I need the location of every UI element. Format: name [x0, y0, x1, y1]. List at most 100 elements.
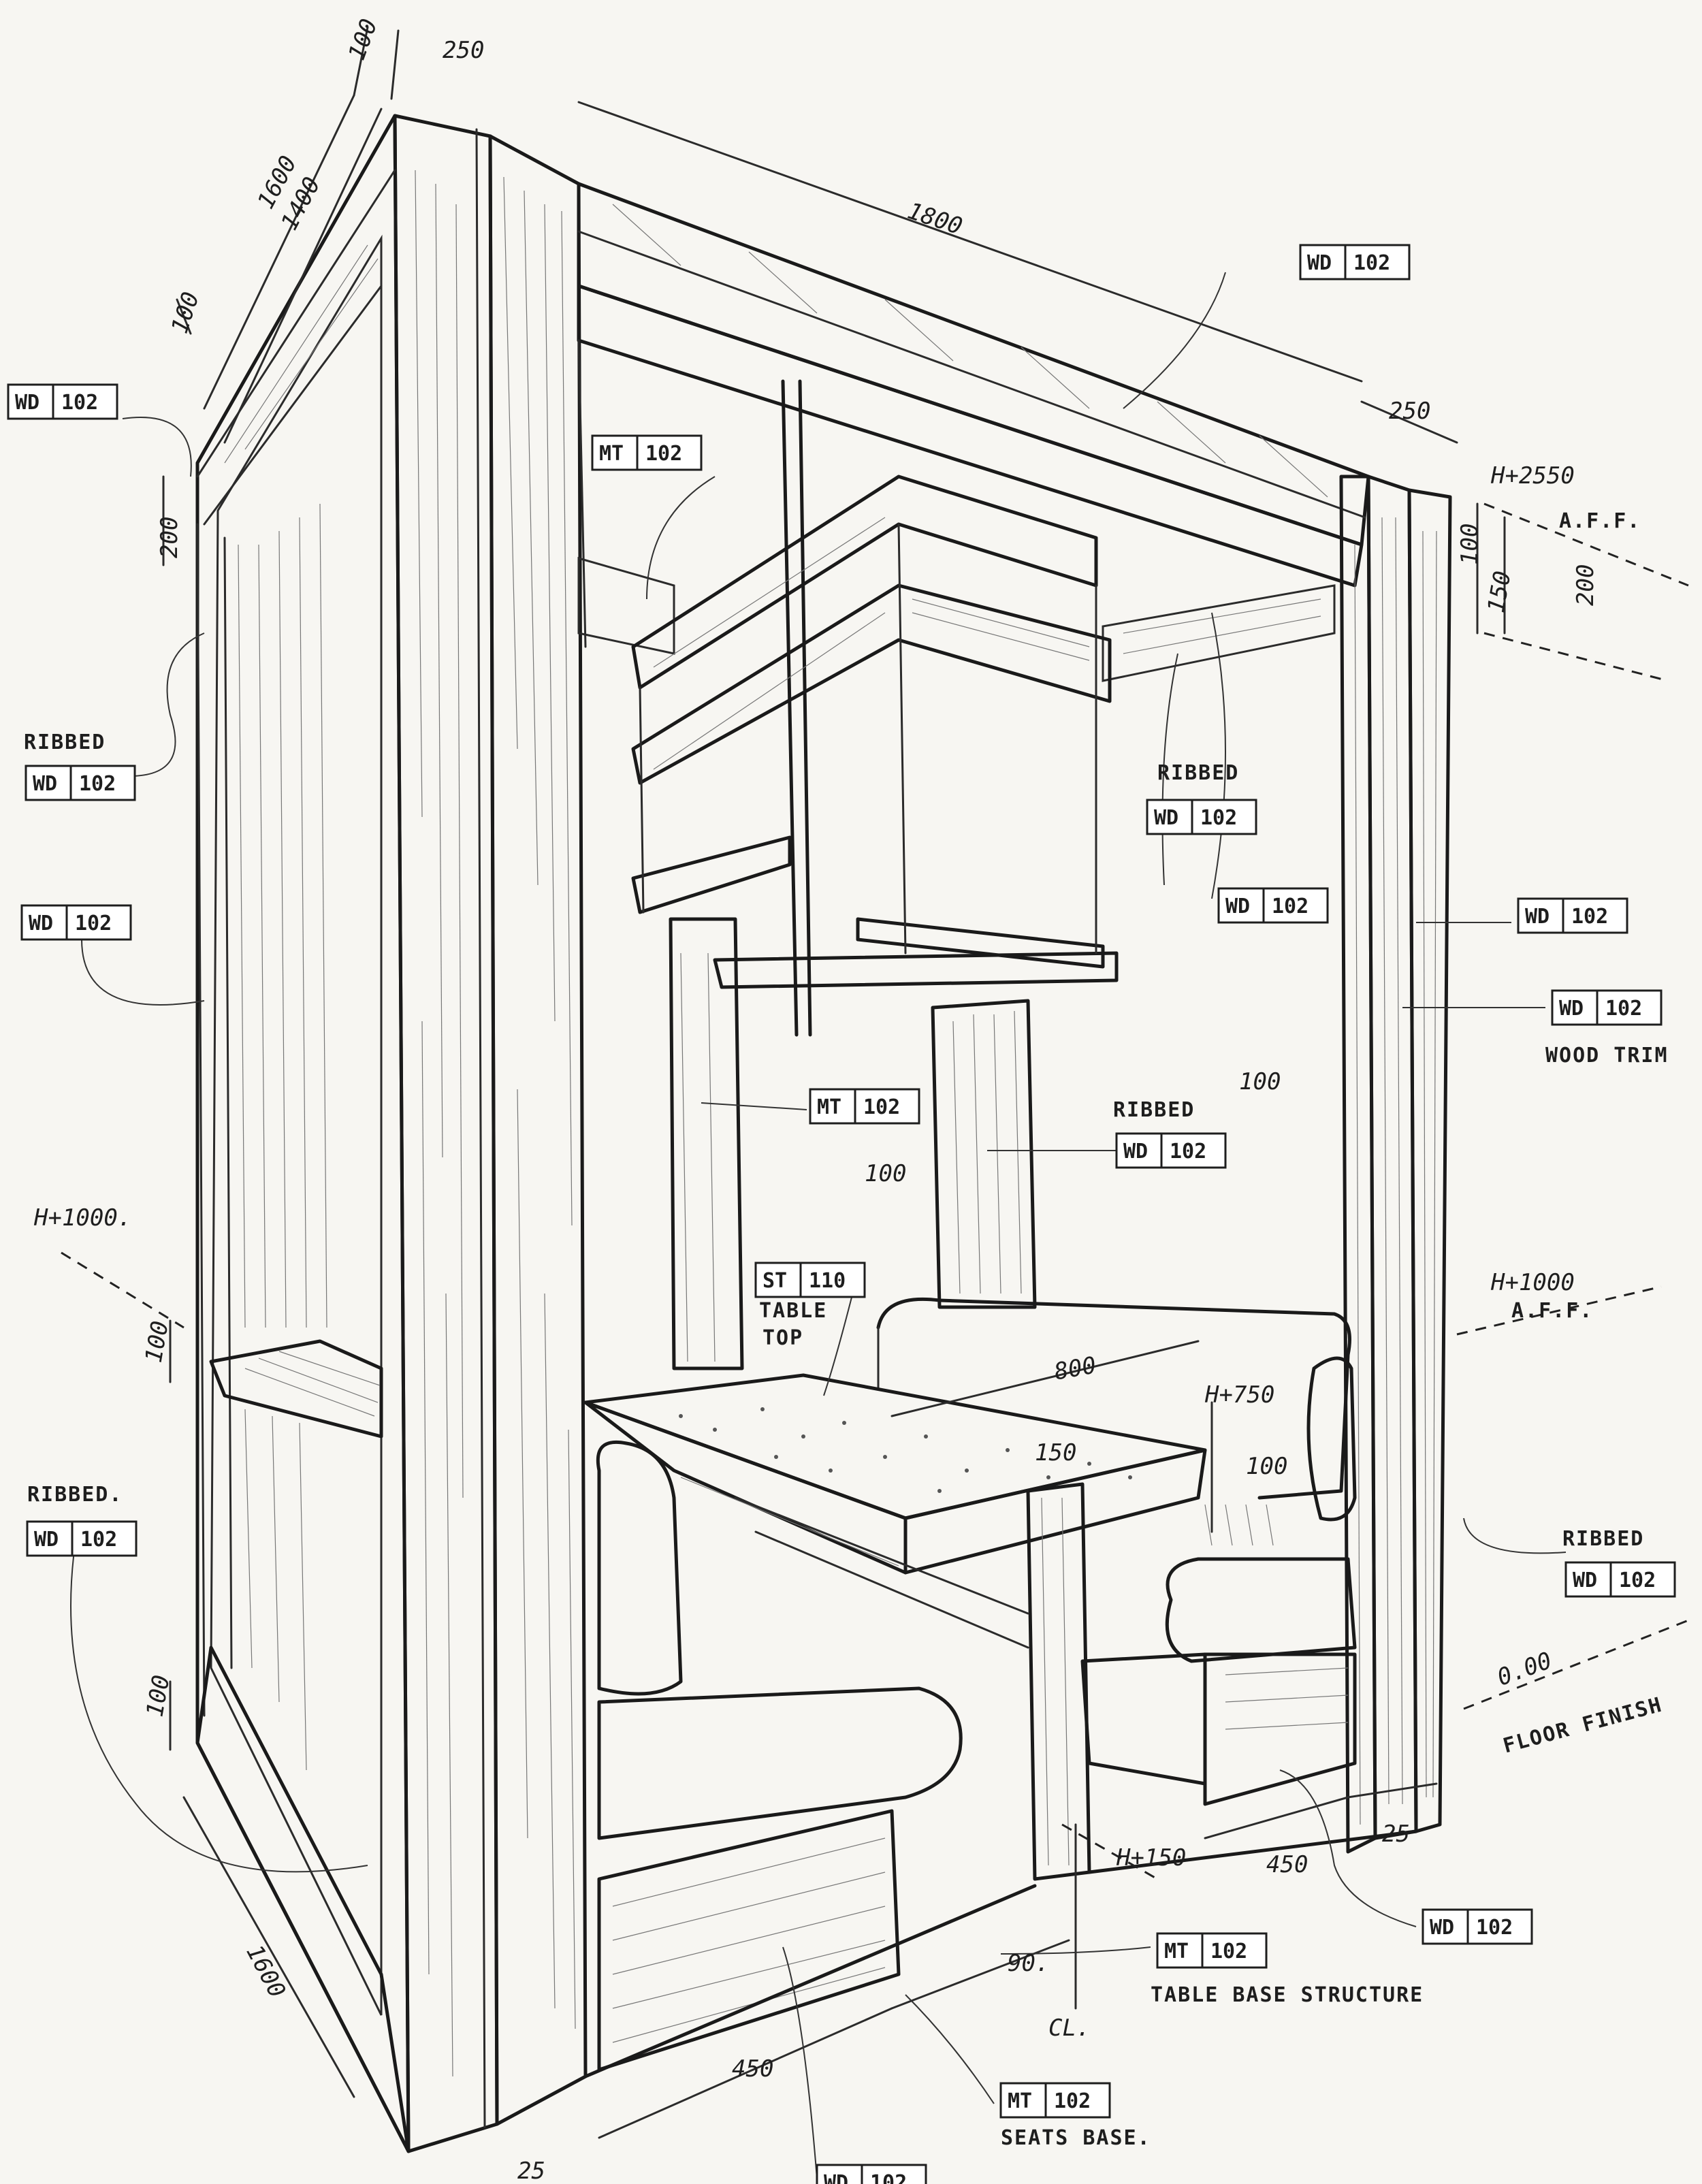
dim-bottom-25-right: 25 [1382, 1820, 1410, 1848]
dim-table-h750: H+750 [1204, 1381, 1274, 1409]
tag-code: WD [1573, 1569, 1597, 1592]
tag-code: WD [1123, 1140, 1148, 1163]
leader-lines [70, 272, 1567, 2179]
material-tag-wd-ribbed-right: WD 102 [1564, 1561, 1676, 1598]
dim-table-100: 100 [1246, 1453, 1287, 1480]
tag-code: WD [15, 391, 39, 415]
dimension-lines [61, 26, 1689, 2139]
tag-number: 102 [80, 1528, 117, 1552]
tag-box [1115, 1132, 1227, 1169]
tag-number: 102 [1170, 1140, 1206, 1163]
tag-code: WD [1525, 905, 1550, 929]
tag-box [809, 1088, 920, 1125]
dim-affl-top: A.F.F. [1559, 509, 1641, 533]
tag-box [1551, 989, 1663, 1026]
dim-bench-100-right: 100 [1239, 1068, 1281, 1095]
dim-right-100: 100 [1456, 524, 1483, 565]
tag-box [816, 2164, 927, 2184]
material-tag-wd-left-ribbed: WD 102 [25, 765, 136, 801]
tag-number: 102 [79, 772, 116, 796]
dim-right-affl: A.F.F. [1511, 1299, 1593, 1323]
dim-bottom-450-right: 450 [1266, 1851, 1308, 1878]
tag-box [26, 1520, 138, 1557]
dim-side-200: 200 [156, 517, 183, 558]
tag-box [1217, 887, 1329, 924]
tag-box [7, 383, 118, 420]
material-tag-wd-ribbed-center: WD 102 [1146, 799, 1257, 835]
tag-code: WD [34, 1528, 59, 1552]
dim-bottom-450-left: 450 [732, 2055, 773, 2083]
tag-box [1146, 799, 1257, 835]
dim-top-250: 250 [443, 37, 484, 64]
tag-box [1156, 1932, 1268, 1969]
tag-code: WD [1430, 1916, 1454, 1940]
tag-code: WD [1225, 895, 1250, 918]
tag-box [1422, 1908, 1533, 1945]
tag-number: 102 [1571, 905, 1608, 929]
tag-number: 102 [1619, 1569, 1656, 1592]
note-ribbed-center: RIBBED [1157, 761, 1239, 785]
material-tag-mt-mid: MT 102 [809, 1088, 920, 1125]
pendant-light [631, 379, 1119, 1037]
tag-number: 102 [645, 442, 682, 466]
tag-box [25, 765, 136, 801]
tag-box [999, 2082, 1111, 2119]
dim-cl: CL. [1048, 2014, 1090, 2042]
dim-right-200: 200 [1572, 564, 1599, 606]
tag-number: 102 [1200, 806, 1237, 830]
material-tag-wd-left-mid: WD 102 [20, 904, 132, 941]
tag-number: 110 [809, 1269, 846, 1293]
dim-left-h1000: H+1000. [33, 1204, 131, 1232]
floor-base [583, 1829, 1418, 2078]
tag-code: MT [1164, 1940, 1189, 1963]
material-tag-st-table: ST 110 [754, 1262, 866, 1298]
left-side-frame [195, 114, 411, 2153]
dim-bottom-90: 90. [1008, 1950, 1049, 1977]
note-ribbed-left-top: RIBBED [24, 730, 106, 754]
note-seats-base: SEATS BASE. [1001, 2126, 1151, 2150]
tag-number: 102 [1210, 1940, 1247, 1963]
tag-code: WD [1307, 251, 1332, 275]
dim-table-150: 150 [1035, 1439, 1076, 1466]
tag-code: MT [817, 1095, 841, 1119]
material-tag-wd-right-1: WD 102 [1517, 897, 1628, 934]
note-table-base-structure: TABLE BASE STRUCTURE [1151, 1983, 1424, 2007]
tag-box [1299, 244, 1411, 280]
dim-right-250: 250 [1389, 398, 1430, 425]
back-bench [876, 1297, 1357, 1806]
tag-number: 102 [863, 1095, 900, 1119]
tag-number: 102 [75, 912, 112, 935]
tag-box [20, 904, 132, 941]
dim-bottom-25-left: 25 [517, 2157, 545, 2184]
tag-code: WD [29, 912, 53, 935]
tag-box [1517, 897, 1628, 934]
dim-bench-100-left: 100 [865, 1160, 906, 1187]
material-tag-mt-base: MT 102 [1156, 1932, 1268, 1969]
material-tag-wd-bottom: WD 102 [816, 2164, 927, 2184]
front-bench [596, 1440, 963, 2072]
note-wood-trim: WOOD TRIM [1545, 1044, 1669, 1067]
tag-code: WD [1559, 997, 1584, 1021]
dim-h150: H+150 [1116, 1844, 1186, 1872]
dim-right-h1000: H+1000 [1490, 1269, 1575, 1296]
annotation-notes: RIBBED RIBBED. RIBBED RIBBED RIBBED TABL… [24, 730, 1669, 2150]
note-ribbed-mid: RIBBED [1113, 1098, 1195, 1122]
tag-number: 102 [870, 2171, 907, 2184]
material-tag-wd-left-bottom: WD 102 [26, 1520, 138, 1557]
tag-box [754, 1262, 866, 1298]
tag-code: WD [33, 772, 57, 796]
tag-code: WD [824, 2171, 848, 2184]
top-front-beam [577, 182, 1370, 588]
note-ribbed-right: RIBBED [1562, 1527, 1644, 1551]
material-tag-wd-ribbed-mid: WD 102 [1115, 1132, 1227, 1169]
tag-code: ST [762, 1269, 787, 1293]
tag-code: WD [1154, 806, 1178, 830]
tag-box [1564, 1561, 1676, 1598]
